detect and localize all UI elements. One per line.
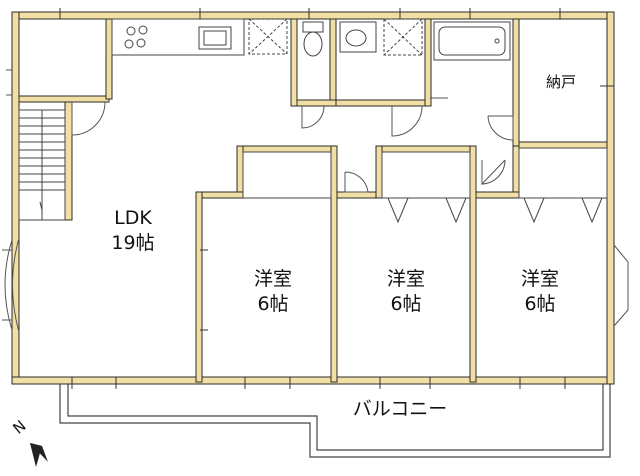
stairs [18,109,66,221]
room-label-balcony: バルコニー [335,397,465,422]
room-label-storage: 納戸 [536,73,586,93]
bedroom-2-name: 洋室 [386,268,425,290]
ldk-name: LDK [114,207,152,229]
room-label-bedroom-1: 洋室 6帖 [243,267,303,316]
room-label-ldk: LDK 19帖 [106,206,160,255]
ldk-size: 19帖 [111,231,155,254]
bedroom-2-size: 6帖 [390,292,422,315]
closets [242,147,608,224]
window-ticks [59,8,614,389]
bathtub [433,21,511,61]
bedroom-3-size: 6帖 [524,292,556,315]
balcony-outline [59,383,611,458]
balcony-name: バルコニー [352,398,448,420]
room-label-bedroom-2: 洋室 6帖 [376,267,436,316]
storage-name: 納戸 [545,73,576,91]
bedroom-3-name: 洋室 [520,268,559,290]
kitchen-counter [111,18,288,56]
interior-walls [18,18,608,383]
room-label-bedroom-3: 洋室 6帖 [510,267,570,316]
bedroom-1-size: 6帖 [257,292,289,315]
toilet-fixture [302,21,324,57]
door-swings [71,97,514,193]
windows [2,69,629,333]
washroom-fixtures [339,18,423,56]
compass-arrow-icon [30,443,48,467]
bedroom-1-name: 洋室 [253,268,292,290]
